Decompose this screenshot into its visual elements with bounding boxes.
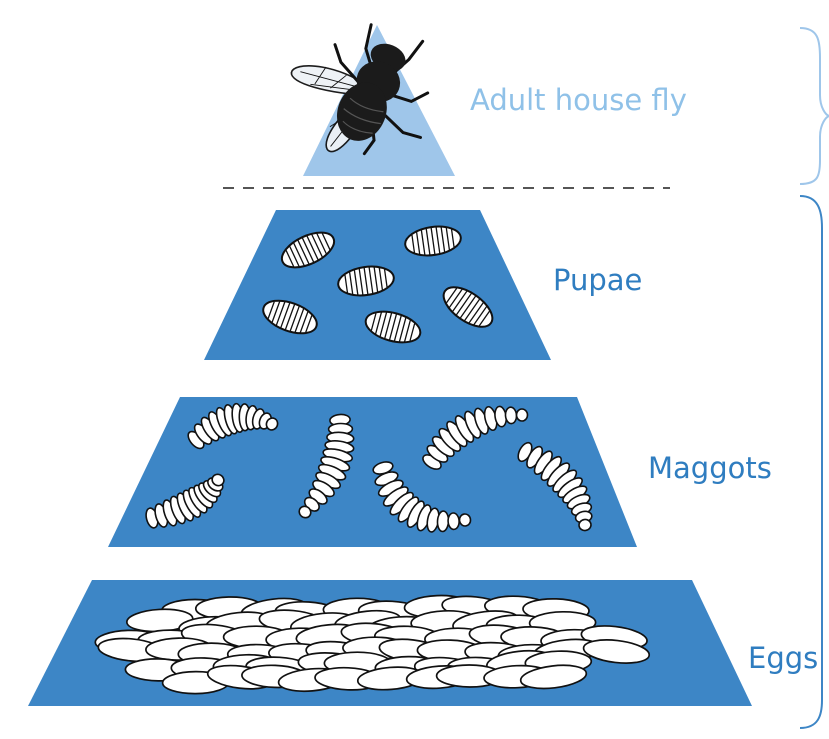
- adult-brace: [800, 28, 829, 184]
- maggots-label: Maggots: [648, 451, 772, 485]
- eggs-label: Eggs: [748, 641, 818, 675]
- eggs-group: [95, 594, 650, 694]
- pupae-label: Pupae: [553, 263, 642, 297]
- adult-label: Adult house fly: [470, 83, 687, 117]
